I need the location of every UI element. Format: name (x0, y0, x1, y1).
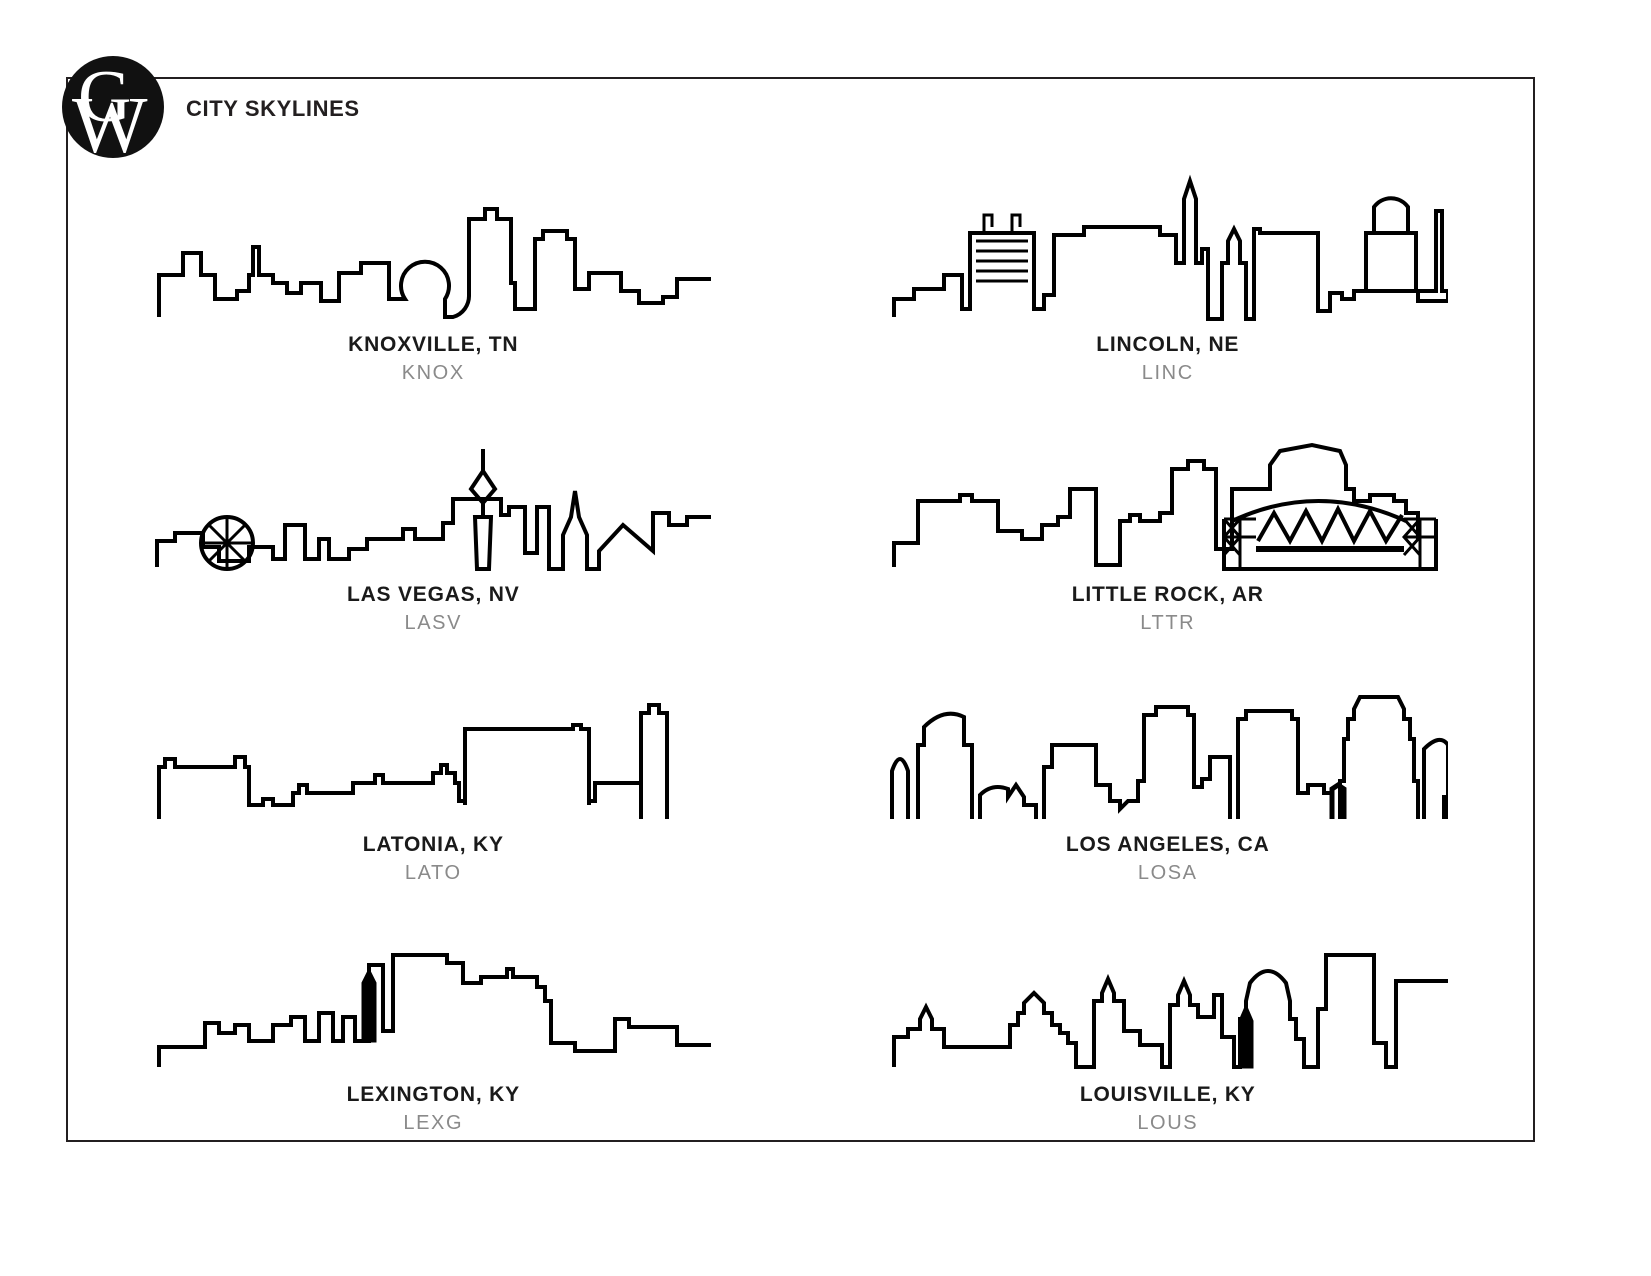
page-title: CITY SKYLINES (186, 96, 360, 121)
skyline-cell-louisville[interactable]: LOUISVILLE, KY LOUS (801, 890, 1536, 1140)
skyline-cell-las-vegas[interactable]: LAS VEGAS, NV LASV (66, 390, 801, 640)
city-code-label: LASV (404, 612, 463, 634)
city-code-label: LOUS (1137, 1112, 1199, 1134)
city-name-label: LITTLE ROCK, AR (1071, 582, 1264, 606)
city-name-label: LEXINGTON, KY (346, 1082, 520, 1106)
page-border-frame (66, 77, 1535, 1142)
knoxville-skyline-icon (153, 166, 713, 326)
caption-lincoln: LINCOLN, NE LINC (1096, 332, 1239, 386)
lincoln-skyline-icon (888, 166, 1448, 326)
caption-louisville: LOUISVILLE, KY LOUS (1080, 1082, 1256, 1136)
louisville-skyline-icon (888, 916, 1448, 1076)
city-code-label: LEXG (403, 1112, 464, 1134)
little-rock-skyline-icon (888, 416, 1448, 576)
caption-knoxville: KNOXVILLE, TN KNOX (348, 332, 518, 386)
city-code-label: LINC (1141, 362, 1194, 384)
city-name-label: LAS VEGAS, NV (346, 582, 520, 606)
lexington-skyline-icon (153, 916, 713, 1076)
skyline-cell-latonia[interactable]: LATONIA, KY LATO (66, 640, 801, 890)
page-header: G W CITY SKYLINES (62, 56, 360, 158)
caption-lexington: LEXINGTON, KY LEXG (347, 1082, 520, 1136)
skyline-cell-los-angeles[interactable]: LOS ANGELES, CA LOSA (801, 640, 1536, 890)
logo-monogram: G W (62, 56, 164, 158)
city-name-label: KNOXVILLE, TN (348, 332, 519, 356)
skyline-cell-knoxville[interactable]: KNOXVILLE, TN KNOX (66, 140, 801, 390)
city-code-label: LOSA (1137, 862, 1198, 884)
city-code-label: LTTR (1140, 612, 1196, 634)
city-name-label: LINCOLN, NE (1096, 332, 1240, 356)
city-code-label: KNOX (401, 362, 465, 384)
los-angeles-skyline-icon (888, 666, 1448, 826)
city-name-label: LOS ANGELES, CA (1065, 832, 1270, 856)
caption-little-rock: LITTLE ROCK, AR LTTR (1072, 582, 1264, 636)
logo-letter-g: G (78, 56, 131, 138)
gw-logo-icon: G W (62, 56, 164, 158)
city-name-label: LOUISVILLE, KY (1079, 1082, 1256, 1106)
city-name-label: LATONIA, KY (362, 832, 504, 856)
logo-letter-w: W (72, 82, 148, 158)
latonia-skyline-icon (153, 666, 713, 826)
las-vegas-skyline-icon (153, 416, 713, 576)
skyline-grid: KNOXVILLE, TN KNOX LINCOLN, NE LINC (66, 140, 1535, 1140)
skyline-cell-little-rock[interactable]: LITTLE ROCK, AR LTTR (801, 390, 1536, 640)
skyline-cell-lincoln[interactable]: LINCOLN, NE LINC (801, 140, 1536, 390)
caption-los-angeles: LOS ANGELES, CA LOSA (1066, 832, 1270, 886)
city-code-label: LATO (404, 862, 462, 884)
skyline-cell-lexington[interactable]: LEXINGTON, KY LEXG (66, 890, 801, 1140)
caption-las-vegas: LAS VEGAS, NV LASV (347, 582, 520, 636)
caption-latonia: LATONIA, KY LATO (363, 832, 504, 886)
